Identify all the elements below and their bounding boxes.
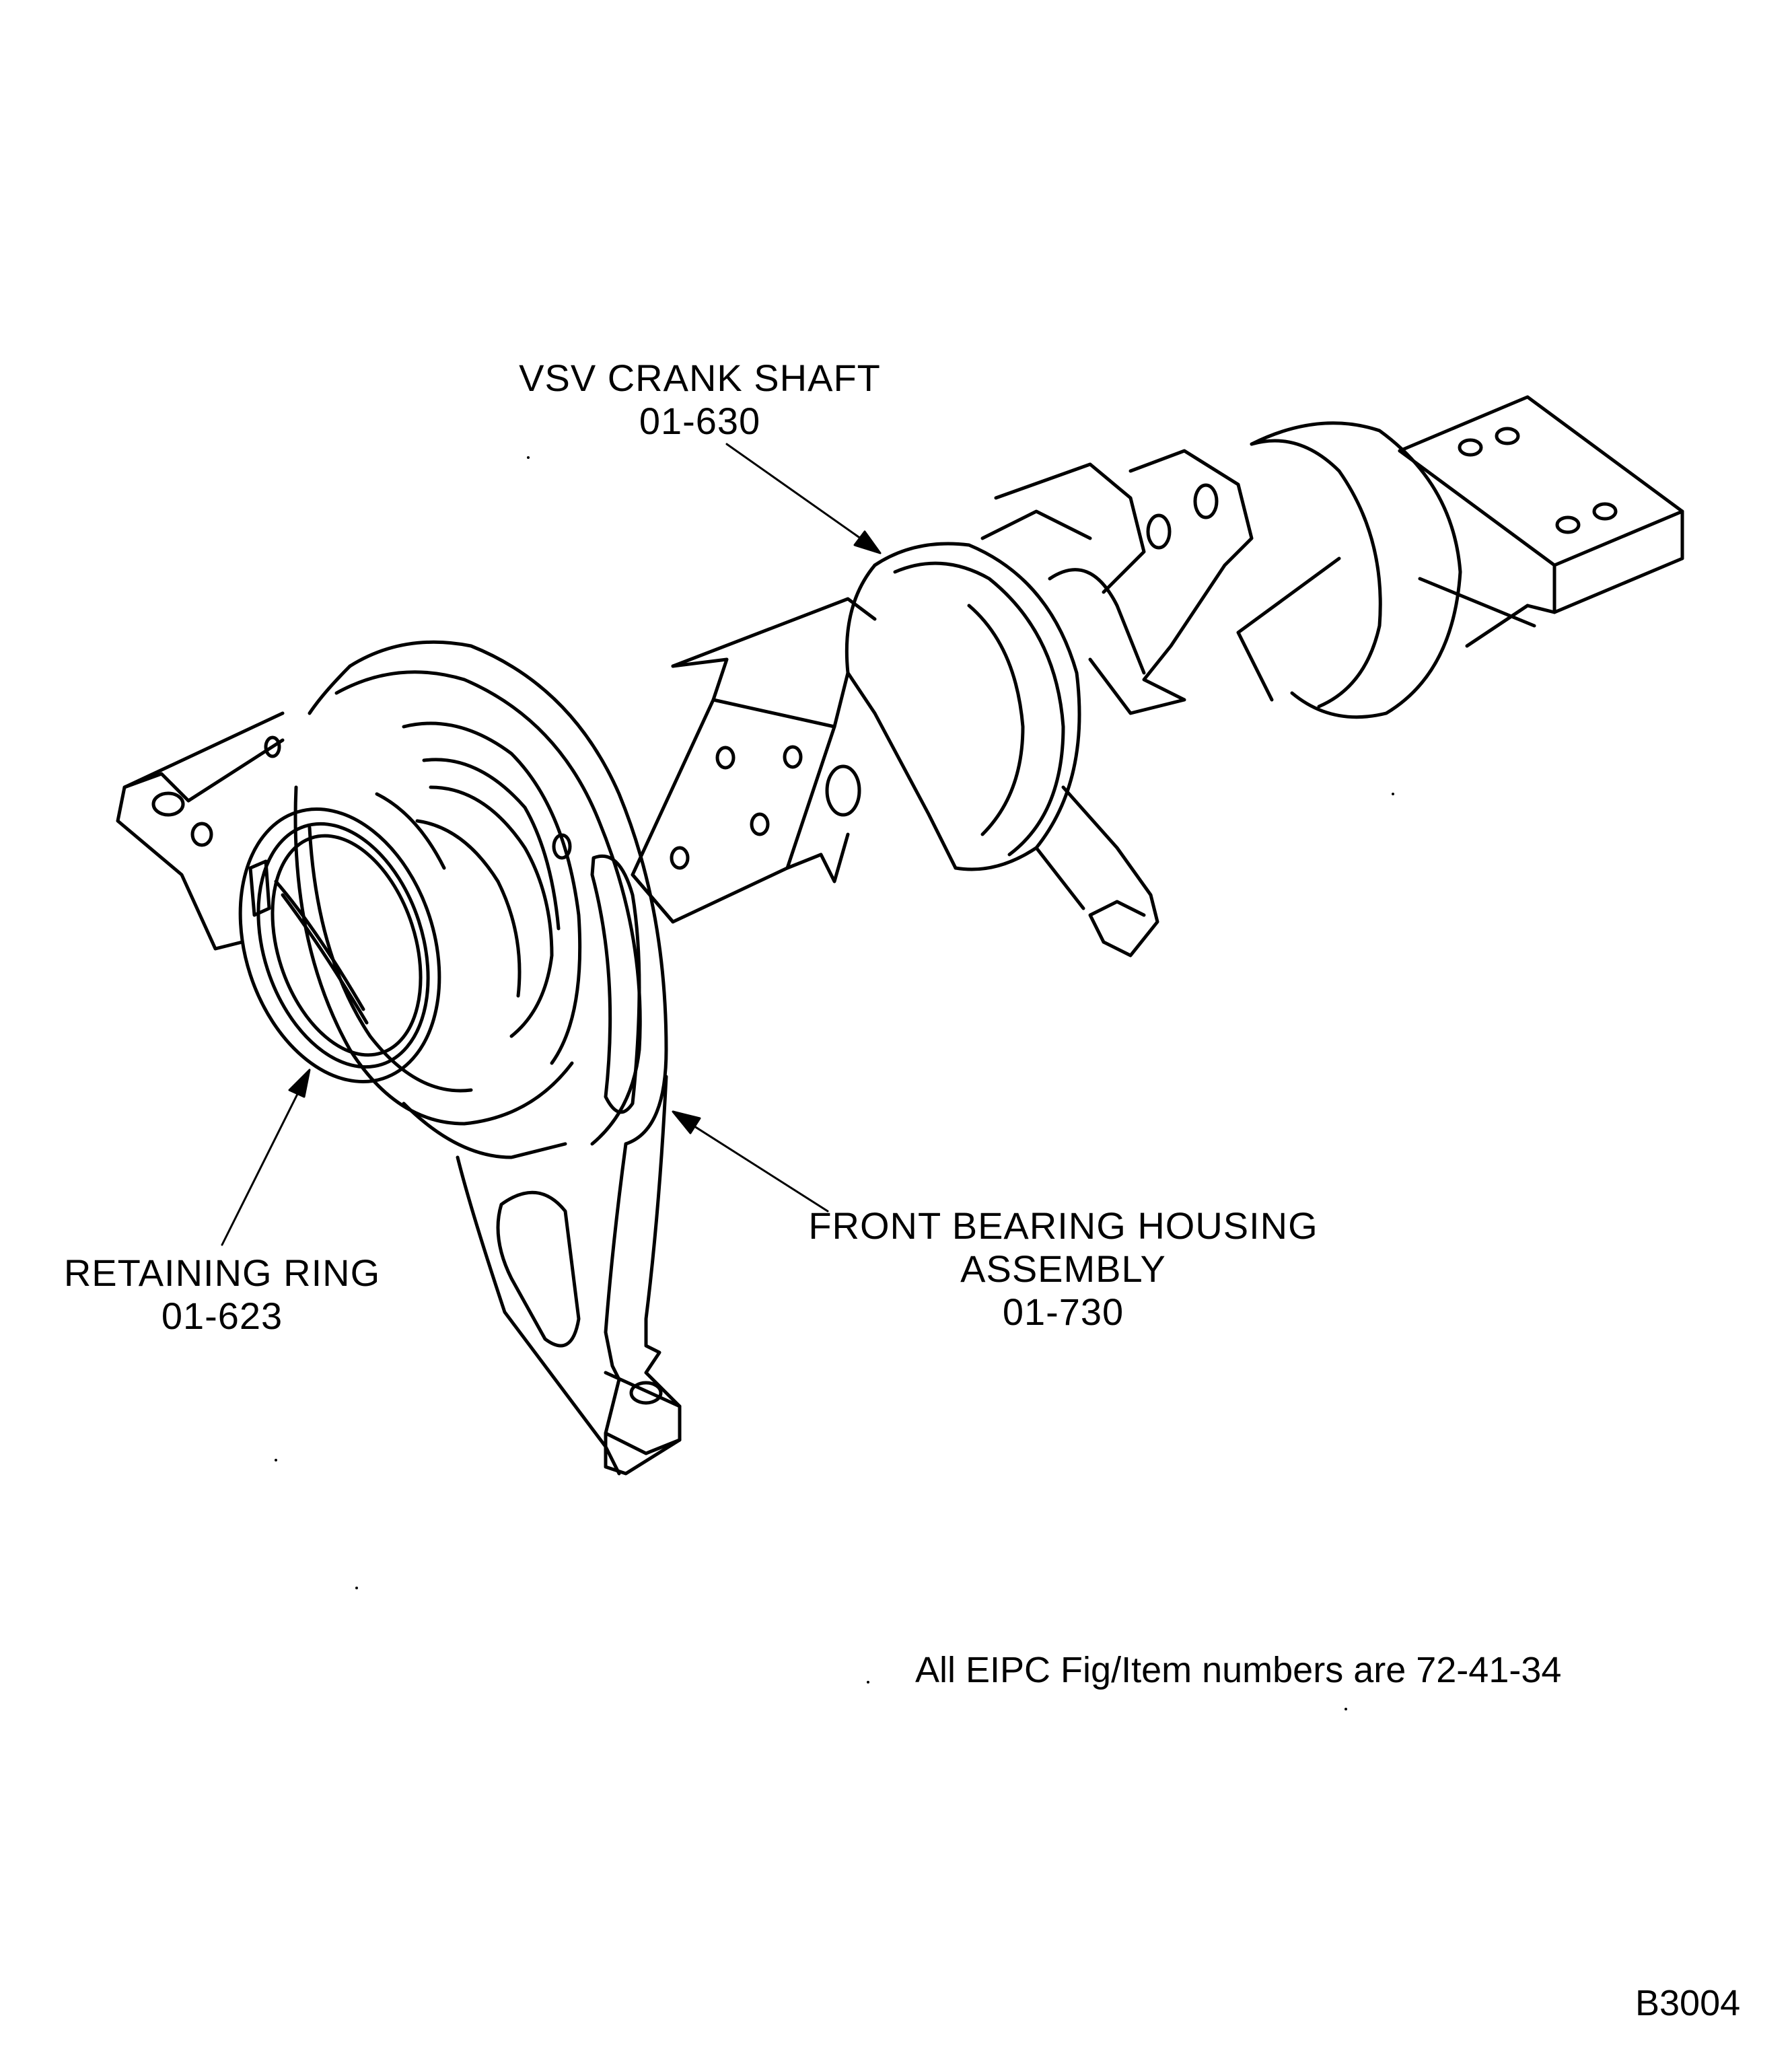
bearing-housing-name-line2: ASSEMBLY — [960, 1248, 1166, 1290]
scan-specks — [275, 456, 1394, 1710]
retaining-ring-name: RETAINING RING — [63, 1252, 381, 1294]
crank-shaft-name: VSV CRANK SHAFT — [519, 357, 881, 399]
retaining-ring-part — [238, 807, 441, 1083]
figure-id: B3004 — [1635, 1983, 1741, 2023]
bearing-housing-callout: FRONT BEARING HOUSING ASSEMBLY 01-730 — [801, 1204, 1326, 1334]
retaining-ring-callout: RETAINING RING 01-623 — [61, 1252, 384, 1338]
retaining-ring-number: 01-623 — [161, 1295, 283, 1337]
leader-lines — [221, 443, 882, 1246]
bearing-housing-name-line1: FRONT BEARING HOUSING — [808, 1204, 1318, 1247]
crank-shaft-part — [631, 395, 1684, 957]
crank-shaft-callout: VSV CRANK SHAFT 01-630 — [498, 357, 902, 443]
bearing-housing-part — [116, 640, 682, 1476]
fig-item-note: All EIPC Fig/Item numbers are 72-41-34 — [915, 1650, 1562, 1690]
crank-shaft-number: 01-630 — [639, 400, 761, 442]
bearing-housing-number: 01-730 — [1002, 1291, 1124, 1333]
